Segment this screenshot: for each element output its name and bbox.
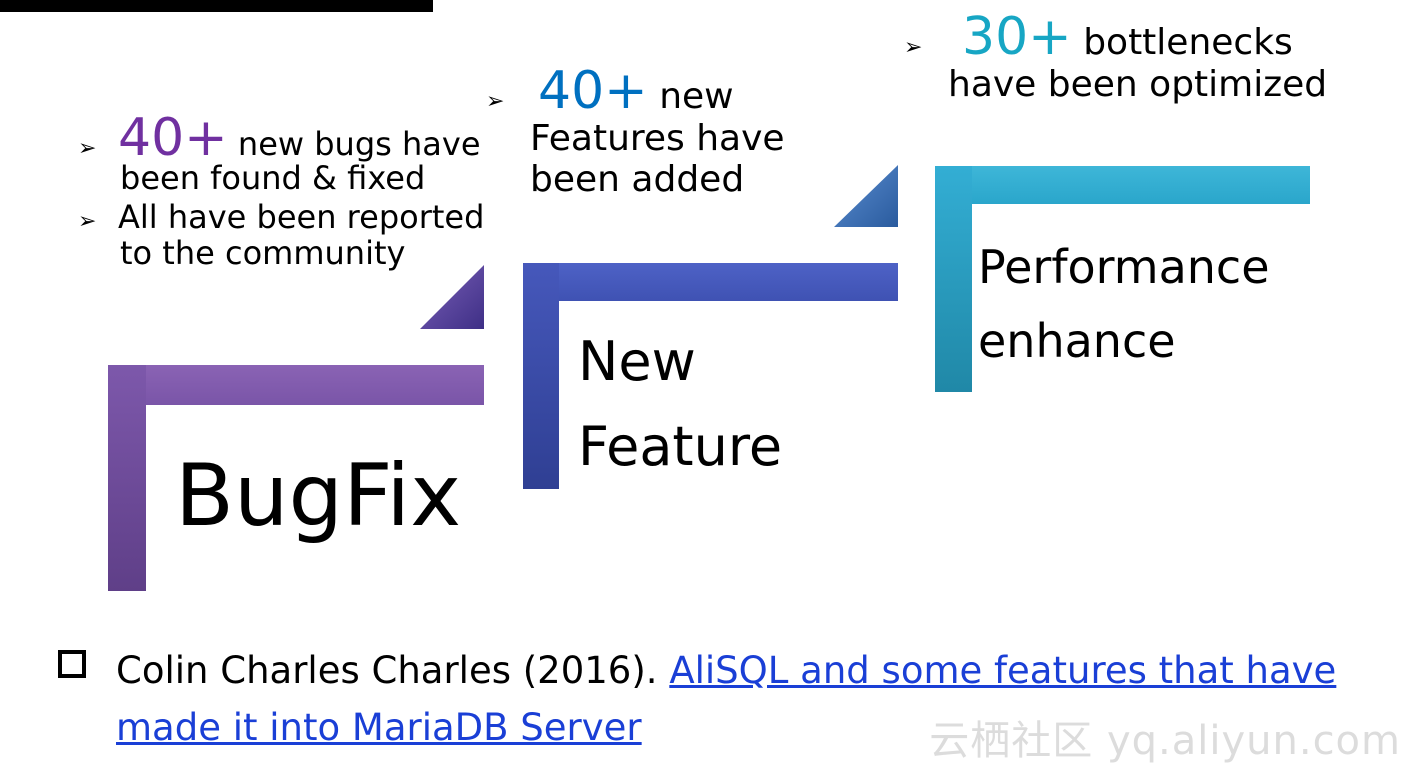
feature-note-1-cont-2: been added (530, 159, 745, 201)
bugfix-step-vertical-bar (108, 365, 146, 591)
bugfix-notes: ➢40+ new bugs have been found & fixed ➢A… (78, 108, 518, 272)
bugfix-step-horizontal-bar (108, 365, 484, 405)
bugfix-note-2: ➢All have been reported (78, 198, 485, 237)
reference-checkbox-icon (58, 650, 86, 678)
bugfix-note-2-cont: to the community (120, 233, 406, 272)
performance-step-horizontal-bar (935, 166, 1310, 204)
bullet-arrow-icon: ➢ (486, 89, 505, 114)
bugfix-count: 40+ (118, 108, 228, 168)
feature-count: 40+ (538, 61, 648, 121)
watermark: 云栖社区 yq.aliyun.com (929, 718, 1401, 764)
feature-step-label-line1: New (578, 330, 696, 393)
performance-step-label-line1: Performance (978, 240, 1270, 294)
feature-note-1-cont-1: Features have (530, 117, 785, 159)
top-rule (0, 0, 433, 12)
bullet-arrow-icon: ➢ (904, 35, 923, 60)
performance-note-1-cont: have been optimized (948, 63, 1328, 105)
performance-step-label: Performance enhance (978, 230, 1270, 378)
feature-step-vertical-bar (523, 263, 559, 489)
bullet-arrow-icon: ➢ (78, 136, 97, 161)
performance-step-label-line2: enhance (978, 314, 1176, 368)
performance-note-1: ➢30+ bottlenecks (904, 7, 1293, 67)
reference-prefix: Colin Charles Charles (2016). (116, 649, 670, 692)
feature-note-1: ➢40+ new (486, 61, 734, 121)
feature-notes: ➢40+ new Features have been added (486, 61, 846, 201)
reference-citation: Colin Charles Charles (2016). AliSQL and… (116, 642, 1401, 756)
performance-notes: ➢30+ bottlenecks have been optimized (904, 7, 1404, 105)
performance-count: 30+ (962, 7, 1072, 67)
performance-step-vertical-bar (935, 166, 972, 392)
bullet-arrow-icon: ➢ (78, 209, 97, 235)
bugfix-note-1-cont: been found & fixed (120, 159, 426, 198)
bugfix-note-1: ➢40+ new bugs have (78, 108, 481, 168)
feature-step-label-line2: Feature (578, 415, 783, 478)
reference-link[interactable]: AliSQL and some features that have made … (116, 649, 1337, 749)
bugfix-step-label: BugFix (175, 446, 462, 546)
feature-step-horizontal-bar (523, 263, 898, 301)
bugfix-step-arrow-triangle (420, 265, 484, 329)
